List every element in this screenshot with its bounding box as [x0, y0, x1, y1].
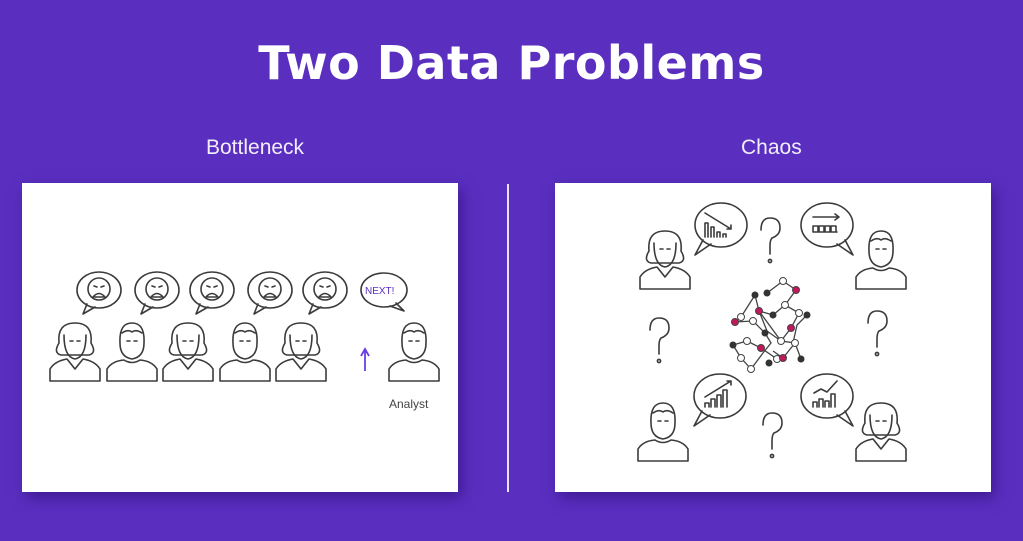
question-mark-icon [867, 310, 888, 357]
bottleneck-panel: NEXT! Analyst [22, 183, 458, 492]
man-icon [855, 230, 907, 290]
woman-icon [855, 402, 907, 462]
next-label: NEXT! [365, 286, 395, 297]
woman-icon [639, 230, 691, 290]
rising-chart-bubble-icon [693, 373, 747, 427]
next-bubble-icon [360, 272, 408, 312]
analyst-icon [388, 322, 440, 382]
bottleneck-illustration [49, 271, 440, 382]
man-icon [637, 402, 689, 462]
chaos-panel [555, 183, 991, 492]
woman-icon [49, 322, 101, 382]
chaos-heading: Chaos [741, 136, 802, 159]
slide-title: Two Data Problems [258, 36, 765, 90]
woman-icon [162, 322, 214, 382]
man-icon [219, 322, 271, 382]
bottleneck-heading: Bottleneck [206, 136, 305, 159]
flat-chart-bubble-icon [800, 202, 854, 256]
declining-chart-bubble-icon [694, 202, 748, 256]
sad-face-bubble-icon [189, 271, 235, 315]
sad-face-bubble-icon [76, 271, 122, 315]
question-mark-icon [760, 217, 781, 264]
chaos-illustration [637, 202, 907, 462]
sad-face-bubble-icon [134, 271, 180, 315]
sad-face-bubble-icon [302, 271, 348, 315]
line-bar-chart-bubble-icon [800, 373, 854, 427]
question-mark-icon [762, 412, 783, 459]
analyst-label: Analyst [389, 397, 429, 411]
divider-line [507, 184, 509, 492]
woman-icon [275, 322, 327, 382]
network-nodes [729, 277, 811, 373]
sad-face-bubble-icon [247, 271, 293, 315]
man-icon [106, 322, 158, 382]
up-arrow-icon [360, 347, 370, 371]
question-mark-icon [649, 317, 670, 364]
